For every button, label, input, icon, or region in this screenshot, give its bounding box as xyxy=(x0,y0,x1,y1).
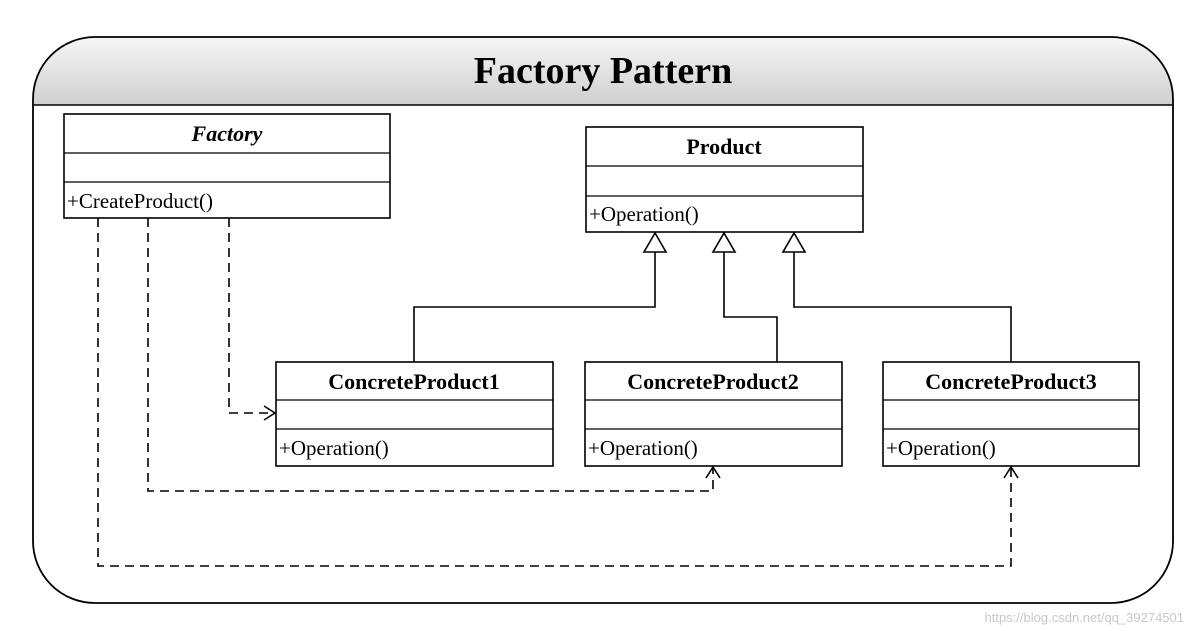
frame-border xyxy=(32,36,1174,604)
watermark: https://blog.csdn.net/qq_39274501 xyxy=(984,610,1185,625)
inheritance-arrowhead xyxy=(642,231,668,253)
class-operation-factory: +CreateProduct() xyxy=(67,189,213,213)
inheritance-arrowhead xyxy=(781,231,807,253)
inheritance-connector-2 xyxy=(711,231,778,362)
dependency-connector-1 xyxy=(228,218,277,421)
diagram-title: Factory Pattern xyxy=(474,50,733,92)
dependency-arrowhead xyxy=(1003,465,1019,479)
class-concrete-product-1: ConcreteProduct1 +Operation() xyxy=(275,361,554,467)
dependency-connector-2 xyxy=(147,218,721,492)
dependency-arrowhead xyxy=(705,465,721,479)
class-name-product: Product xyxy=(686,134,762,159)
class-operation-concrete-product-2: +Operation() xyxy=(588,436,698,460)
class-product: Product +Operation() xyxy=(585,126,864,233)
dependency-arrowhead xyxy=(263,405,277,421)
class-factory: Factory +CreateProduct() xyxy=(63,113,391,219)
class-operation-concrete-product-1: +Operation() xyxy=(279,436,389,460)
dependency-connector-3 xyxy=(97,218,1019,567)
class-concrete-product-2: ConcreteProduct2 +Operation() xyxy=(584,361,843,467)
inheritance-arrowhead xyxy=(711,231,737,253)
class-name-concrete-product-2: ConcreteProduct2 xyxy=(627,369,798,394)
class-name-concrete-product-3: ConcreteProduct3 xyxy=(925,369,1096,394)
class-name-factory: Factory xyxy=(191,121,263,146)
class-name-concrete-product-1: ConcreteProduct1 xyxy=(328,369,499,394)
inheritance-connector-3 xyxy=(781,231,1012,362)
title-bar xyxy=(33,37,1173,105)
class-concrete-product-3: ConcreteProduct3 +Operation() xyxy=(882,361,1140,467)
class-operation-product: +Operation() xyxy=(589,202,699,226)
inheritance-connector-1 xyxy=(413,231,668,362)
class-operation-concrete-product-3: +Operation() xyxy=(886,436,996,460)
